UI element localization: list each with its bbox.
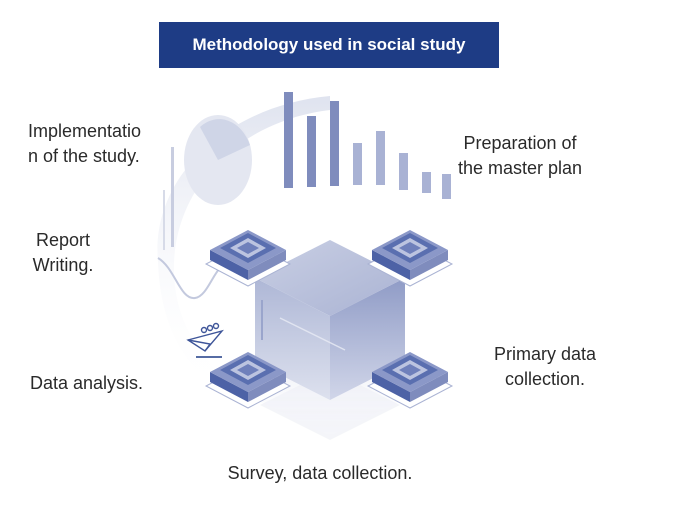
decor-line	[171, 147, 174, 247]
processor-chip-icon	[366, 230, 454, 287]
processor-chip-icon	[204, 352, 292, 409]
diagram-title: Methodology used in social study	[159, 22, 499, 68]
step-implementation: Implementatio n of the study.	[28, 121, 142, 166]
decor-line	[163, 190, 165, 250]
decor-bar	[399, 153, 408, 190]
pie-chart-icon	[184, 115, 252, 205]
decor-bar	[376, 131, 385, 185]
step-data-analysis: Data analysis.	[29, 373, 144, 393]
processor-chip-icon	[366, 352, 454, 409]
decor-bar	[307, 116, 316, 187]
step-preparation: Preparation of the master plan	[457, 133, 583, 178]
decor-bar	[353, 143, 362, 185]
processor-chip-icon	[204, 230, 292, 287]
bar-chart-icon	[284, 92, 451, 199]
decor-bar	[284, 92, 293, 188]
step-survey-data-collection: Survey, data collection.	[227, 463, 413, 483]
step-primary-data-collection: Primary data collection.	[493, 344, 597, 389]
decor-bar	[442, 174, 451, 199]
step-report-writing: Report Writing.	[32, 230, 94, 275]
decor-bar	[330, 101, 339, 186]
decor-bar	[422, 172, 431, 193]
paper-plane-icon	[186, 322, 224, 358]
